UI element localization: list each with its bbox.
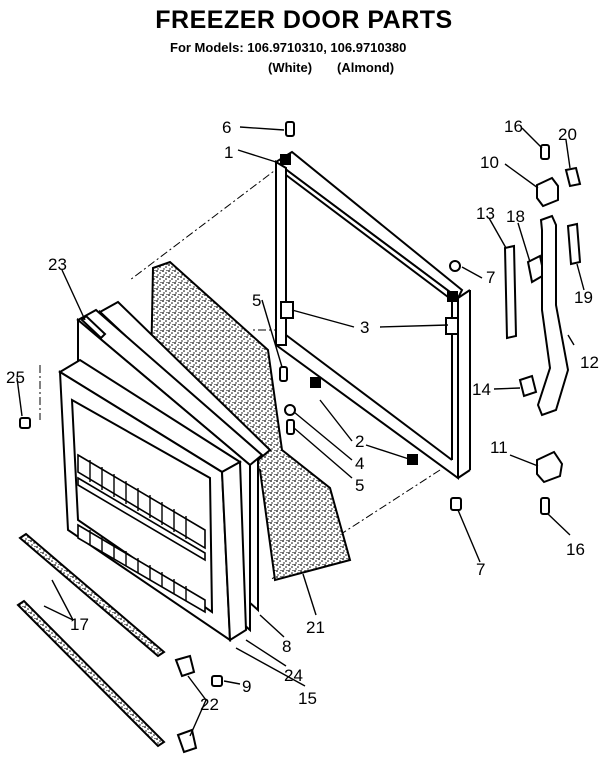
header: FREEZER DOOR PARTS For Models: 106.97103… xyxy=(0,0,608,90)
callout-9: 9 xyxy=(242,677,251,696)
leader-lines xyxy=(16,126,585,737)
callout-5-bottom: 5 xyxy=(355,476,364,495)
inner-door-panel xyxy=(274,150,471,480)
callout-16-top: 16 xyxy=(504,117,523,136)
trim-strips xyxy=(16,532,166,748)
callout-21: 21 xyxy=(306,618,325,637)
callout-1: 1 xyxy=(224,143,233,162)
callout-25: 25 xyxy=(6,368,25,387)
callout-6: 6 xyxy=(222,118,231,137)
callout-18: 18 xyxy=(506,207,525,226)
page-title: FREEZER DOOR PARTS xyxy=(155,6,453,34)
variant-almond-label: (Almond) xyxy=(337,60,395,75)
end-caps xyxy=(174,654,198,754)
door-assembly xyxy=(58,260,352,642)
callout-11: 11 xyxy=(490,438,508,457)
callout-14: 14 xyxy=(472,380,491,399)
variant-white-label: (White) xyxy=(268,60,313,75)
callout-24: 24 xyxy=(284,666,303,685)
callout-19: 19 xyxy=(574,288,593,307)
hinge-parts xyxy=(19,121,582,687)
callout-7-top: 7 xyxy=(486,268,495,287)
models-line: For Models: 106.9710310, 106.9710380 xyxy=(170,40,407,55)
callout-12: 12 xyxy=(580,353,599,372)
callout-17: 17 xyxy=(70,615,89,634)
callout-20: 20 xyxy=(558,125,577,144)
callout-2: 2 xyxy=(355,432,364,451)
callout-13: 13 xyxy=(476,204,495,223)
callout-7-bottom: 7 xyxy=(476,560,485,579)
callout-3: 3 xyxy=(360,318,369,337)
callouts: 6 1 16 20 10 13 18 23 7 19 5 3 12 25 14 … xyxy=(6,117,599,714)
callout-16-bottom: 16 xyxy=(566,540,585,559)
callout-8: 8 xyxy=(282,637,291,656)
callout-5-top: 5 xyxy=(252,291,261,310)
callout-23: 23 xyxy=(48,255,67,274)
callout-22: 22 xyxy=(200,695,219,714)
callout-10: 10 xyxy=(480,153,499,172)
callout-15: 15 xyxy=(298,689,317,708)
callout-4: 4 xyxy=(355,454,364,473)
